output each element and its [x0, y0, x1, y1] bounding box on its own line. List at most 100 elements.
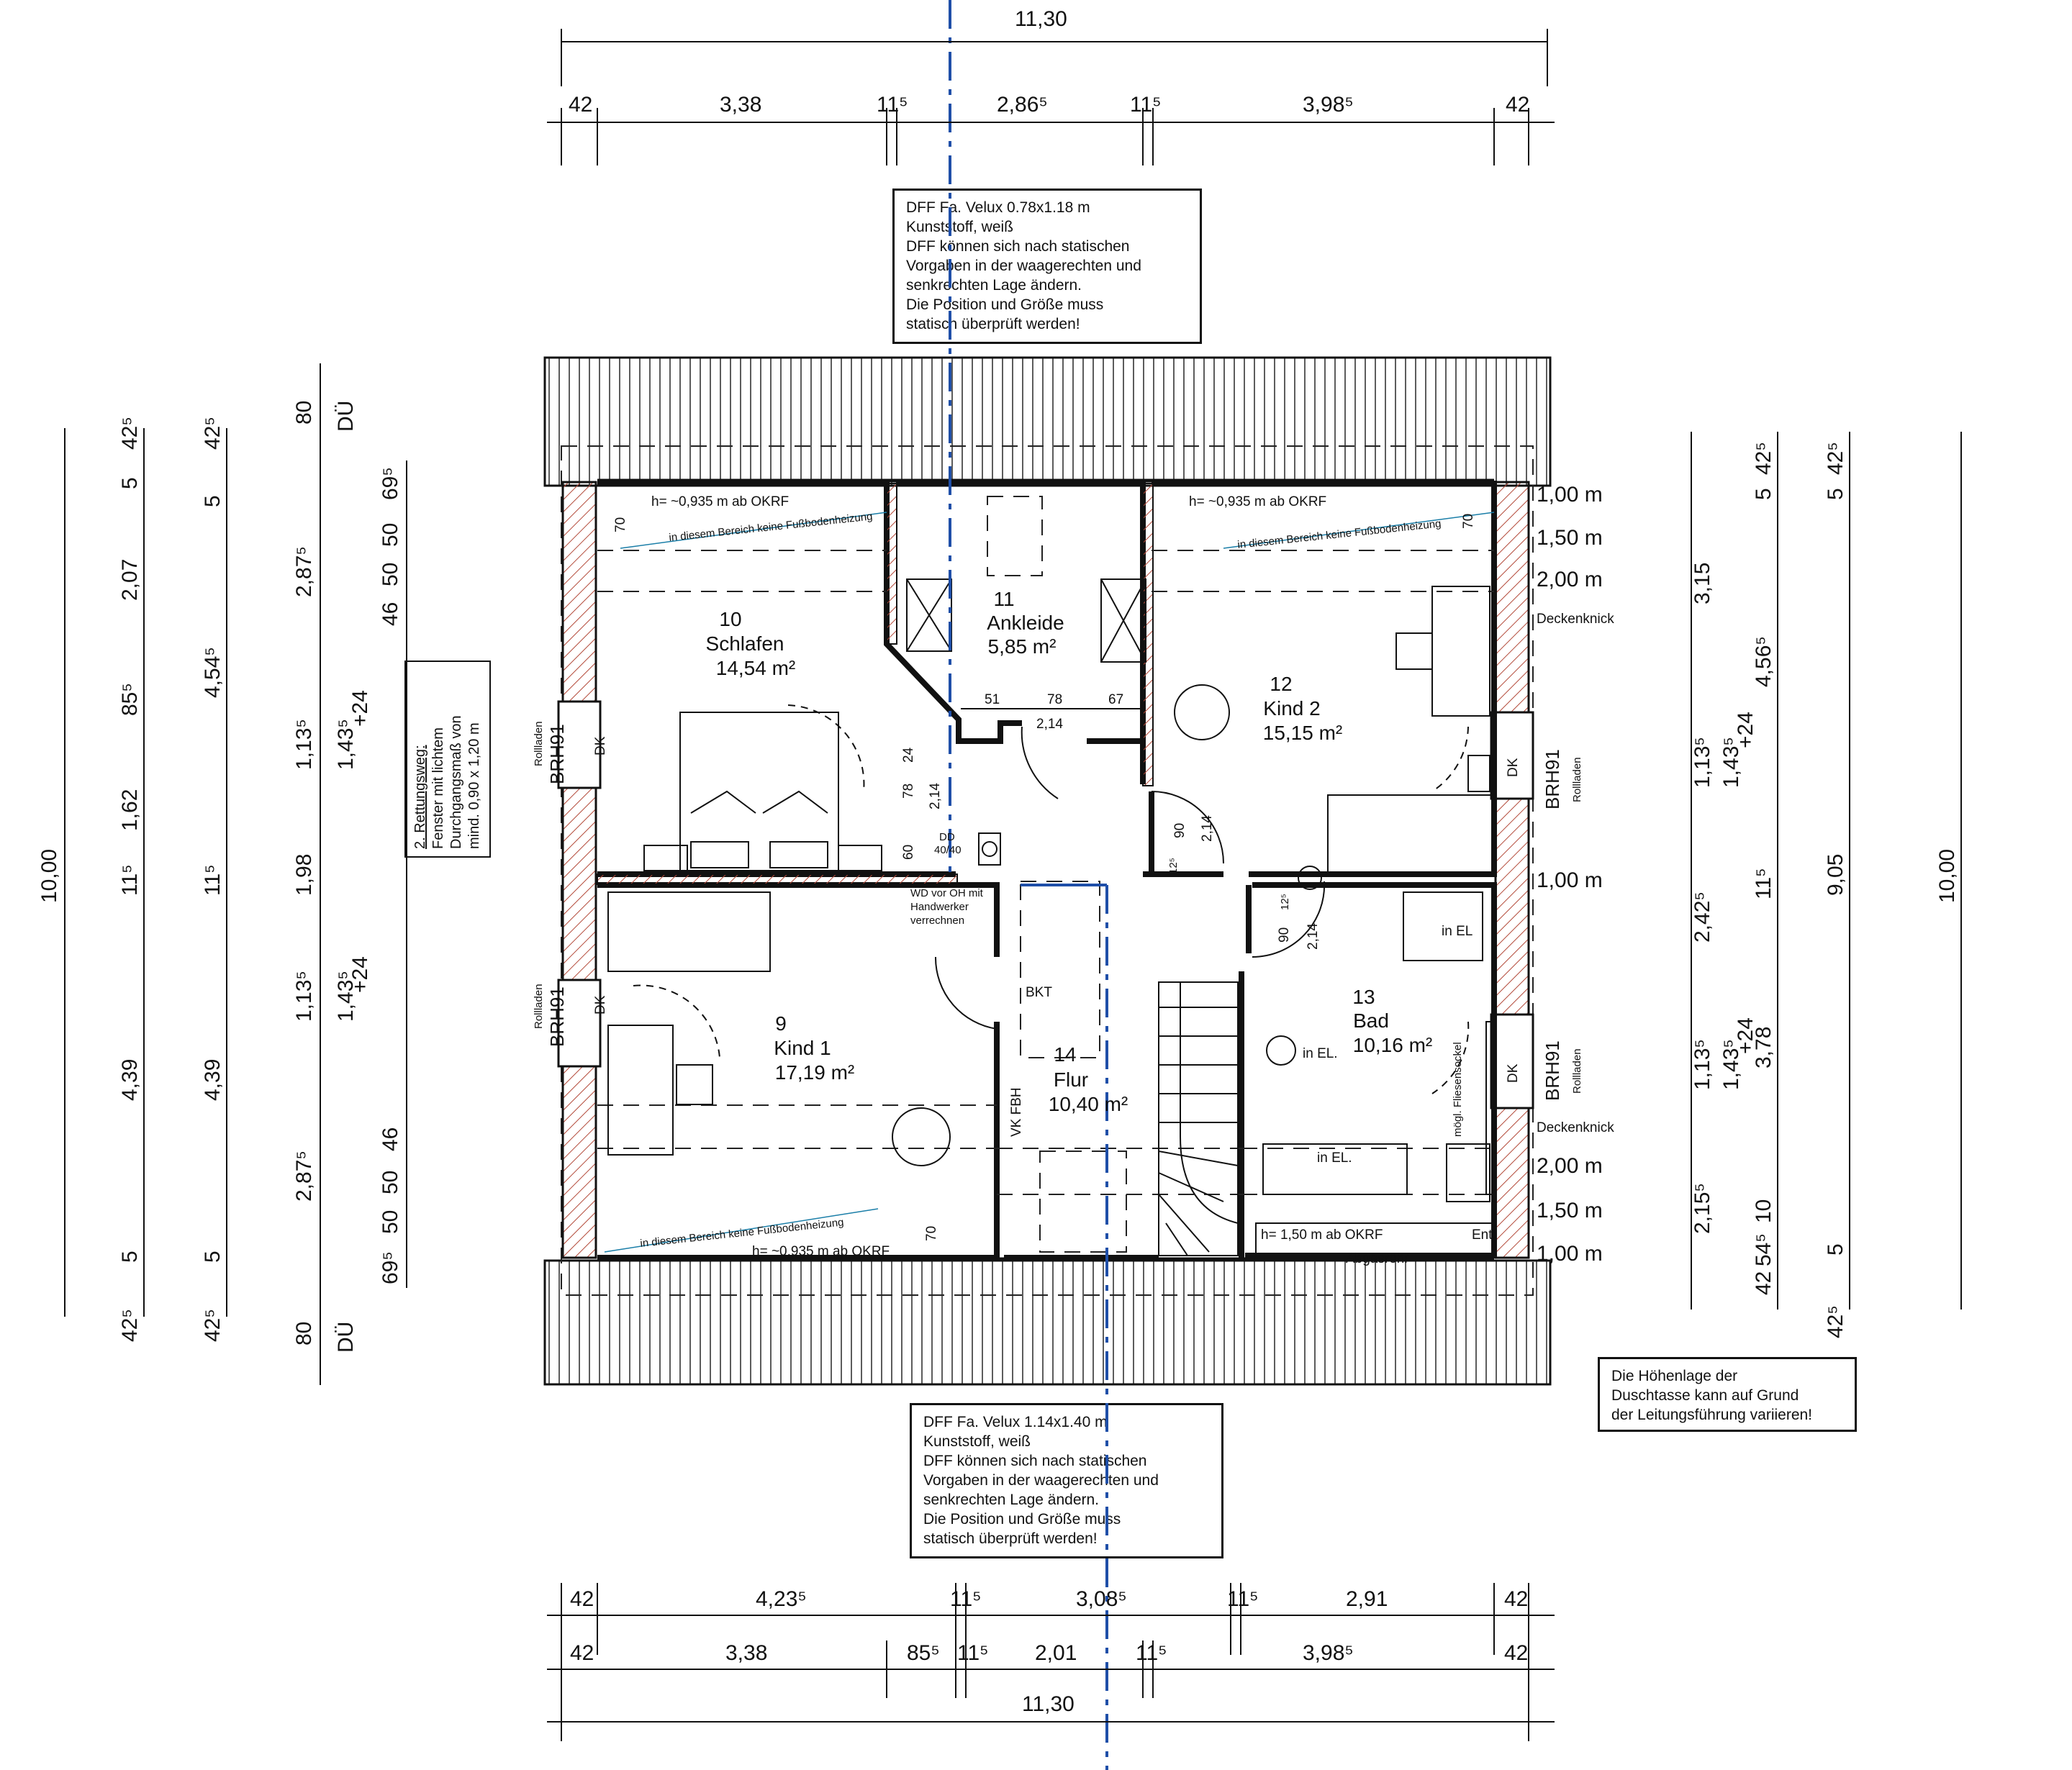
room-number: 11 — [993, 588, 1014, 610]
note-line: senkrechten Lage ändern. — [923, 1492, 1100, 1508]
dim-text: 2,91 — [1346, 1587, 1388, 1611]
dim-text: 10,00 — [1935, 849, 1959, 903]
in-el-label: in EL. — [1317, 1150, 1352, 1166]
dim-text: 24 — [901, 747, 916, 763]
dim-text: 90 — [1172, 823, 1187, 838]
room-name: Ankleide — [987, 612, 1064, 634]
dim-text: 42 — [570, 1587, 594, 1611]
dk-label: DK — [593, 736, 608, 755]
dim-text: +24 — [348, 690, 372, 727]
dim-text: DÜ — [334, 1322, 358, 1353]
dim-text: 42 — [1752, 1271, 1775, 1295]
verrechnen-label: verrechnen — [910, 914, 964, 927]
room-area: 15,15 m² — [1263, 722, 1343, 744]
dim-text: 2,87⁵ — [292, 1150, 316, 1202]
dim-text: 2,87⁵ — [292, 546, 316, 597]
note-line: Kunststoff, weiß — [923, 1433, 1031, 1450]
dim-text: 11⁵ — [877, 93, 908, 117]
dim-text: 10 — [1752, 1199, 1775, 1223]
vk-fbh-label: VK FBH — [1009, 1087, 1024, 1137]
handwerker-label: Handwerker — [910, 901, 969, 913]
height-mark: 1,50 m — [1537, 1199, 1603, 1222]
dim-text: 2,07 — [118, 559, 142, 601]
dim-text: 46 — [379, 602, 402, 626]
room-area: 14,54 m² — [716, 657, 796, 679]
dim-text: +24 — [348, 956, 372, 993]
note-line: Duschtasse kann auf Grund — [1611, 1387, 1799, 1404]
dim-text: 11⁵ — [1130, 93, 1162, 117]
dim-text: 69⁵ — [379, 467, 402, 500]
room-name: Kind 1 — [774, 1037, 831, 1059]
dim-text: 2,42⁵ — [1691, 891, 1714, 943]
height-mark: 1,00 m — [1537, 483, 1603, 507]
dim-text: 54⁵ — [1752, 1233, 1775, 1266]
dim-text: 1,13⁵ — [1691, 737, 1714, 788]
dim-text: 50 — [379, 1171, 402, 1194]
dim-text: 42⁵ — [201, 417, 225, 450]
dim-text: 1,13⁵ — [292, 719, 316, 770]
height-mark: 2,00 m — [1537, 568, 1603, 591]
dim-text: 70 — [613, 517, 628, 532]
dim-text: 12⁵ — [1279, 894, 1291, 910]
brh-label: BRH91 — [1542, 1040, 1563, 1101]
roof-top — [543, 356, 1552, 487]
dim-text: 5 — [201, 495, 225, 507]
note-line: DFF können sich nach statischen — [923, 1453, 1147, 1469]
note-line: DFF Fa. Velux 0.78x1.18 m — [906, 199, 1090, 216]
dim-text: 51 — [985, 692, 1000, 707]
dim-text: 60 — [901, 845, 916, 860]
note-line: Vorgaben in der waagerechten und — [923, 1472, 1159, 1489]
deckenknick-label: Deckenknick — [1537, 612, 1614, 627]
rolladen-label: Rollladen — [1571, 1048, 1583, 1094]
dim-text: 3,98⁵ — [1303, 93, 1354, 117]
abgasrohr-label: Abgasrohr — [1346, 1251, 1409, 1266]
dim-text: 5 — [118, 1251, 142, 1263]
note-line: Die Position und Größe muss — [923, 1511, 1121, 1528]
dim-text: +24 — [1734, 1017, 1757, 1054]
staircase — [1158, 981, 1239, 1256]
dim-text: 42 — [1504, 1587, 1528, 1611]
dim-text: 46 — [379, 1127, 402, 1151]
dim-text: 50 — [379, 563, 402, 586]
room-name: Bad — [1353, 1009, 1389, 1032]
bkt-label: BKT — [1026, 985, 1052, 1000]
dim-text: 78 — [1047, 692, 1062, 707]
dim-text: 3,38 — [720, 93, 761, 117]
dim-text: 85⁵ — [118, 683, 142, 716]
room-number: 9 — [775, 1012, 787, 1035]
dim-text: 5 — [1824, 1243, 1847, 1256]
room-labels: 10 Schlafen 14,54 m² 11 Ankleide 5,85 m²… — [706, 588, 1433, 1115]
note-line: Kunststoff, weiß — [906, 219, 1014, 235]
dim-text: 78 — [901, 784, 916, 799]
dd-size-label: 40/40 — [934, 844, 962, 856]
height-mark: 1,00 m — [1537, 1242, 1603, 1266]
height-mark: 1,50 m — [1537, 526, 1603, 550]
dim-text: 42⁵ — [1824, 1305, 1847, 1338]
dim-text: 70 — [1461, 514, 1476, 529]
dim-text: 4,39 — [118, 1059, 142, 1101]
height-note: h= ~0,935 m ab OKRF — [1189, 494, 1326, 509]
dim-text: 67 — [1108, 692, 1123, 707]
dimension-bottom: 42 4,23⁵ 11⁵ 3,08⁵ 11⁵ 2,91 42 42 3,38 8… — [547, 1583, 1555, 1741]
height-note: h= ~0,935 m ab OKRF — [651, 494, 789, 509]
dim-text: 5 — [1824, 488, 1847, 500]
dim-text: 2,86⁵ — [997, 93, 1048, 117]
brh-label: BRH91 — [1542, 749, 1563, 809]
dim-text: 3,08⁵ — [1076, 1587, 1127, 1611]
dim-text: 5 — [201, 1251, 225, 1263]
dk-label: DK — [1506, 758, 1521, 777]
entl-label: Entl — [1472, 1227, 1496, 1243]
rolladen-label: Rollladen — [1571, 757, 1583, 802]
roof-bottom — [543, 1259, 1552, 1386]
inner-dimensions: 51 78 67 2,14 24 78 2,14 60 90 2,14 12⁵ … — [613, 514, 1476, 1241]
height-note: h= 1,50 m ab OKRF — [1261, 1227, 1383, 1243]
dim-text: 4,23⁵ — [756, 1587, 807, 1611]
note-line: Die Position und Größe muss — [906, 296, 1104, 313]
dim-text: 2,15⁵ — [1691, 1183, 1714, 1234]
dim-text: 42⁵ — [1752, 442, 1775, 475]
dim-text: 80 — [292, 1322, 316, 1345]
dim-text: 1,43⁵ — [334, 971, 358, 1022]
dim-text: 1,98 — [292, 854, 316, 896]
dim-text: DÜ — [334, 401, 358, 432]
dk-label: DK — [593, 995, 608, 1015]
